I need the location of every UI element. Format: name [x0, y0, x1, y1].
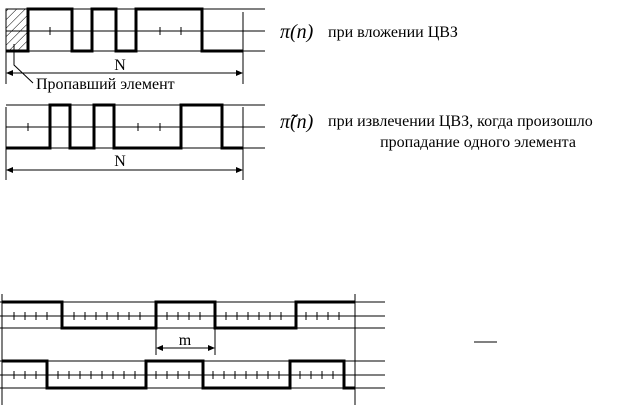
n-arrow-right — [236, 70, 243, 76]
diagram-periodic: m — [0, 294, 497, 405]
tick-marks — [27, 123, 161, 131]
seq2-ticks — [13, 371, 334, 379]
extraction-caption-line1: при извлечении ЦВЗ, когда произошло — [328, 113, 593, 130]
seq2-waveform — [2, 359, 355, 390]
missing-element-leader — [13, 44, 34, 84]
missing-element-label: Пропавший элемент — [36, 76, 175, 93]
seq1-ticks — [13, 312, 340, 320]
seq1-waveform — [2, 300, 355, 330]
m-label: m — [179, 332, 192, 349]
n-arrow-right — [236, 167, 243, 173]
tick-marks — [49, 27, 182, 35]
n-arrow-left — [6, 70, 13, 76]
m-arrow-left — [156, 345, 163, 351]
signal-waveform — [6, 103, 243, 150]
extraction-caption-line2: пропадание одного элемента — [380, 134, 576, 151]
n-label: N — [114, 153, 126, 170]
n-arrow-left — [6, 167, 13, 173]
n-label: N — [114, 57, 126, 74]
missing-element-hatch — [5, 8, 29, 52]
diagram-extraction: N π̃(n) при извлечении ЦВЗ, когда произо… — [5, 103, 593, 180]
pi-n-label: π(n) — [280, 21, 314, 43]
embedding-caption: при вложении ЦВЗ — [328, 24, 458, 41]
m-arrow-right — [208, 345, 215, 351]
pi-tilde-n-label: π̃(n) — [280, 111, 314, 133]
diagram-embedding: N Пропавший элемент π(n) при вложении ЦВ… — [5, 7, 458, 93]
signal-waveform — [6, 7, 243, 53]
